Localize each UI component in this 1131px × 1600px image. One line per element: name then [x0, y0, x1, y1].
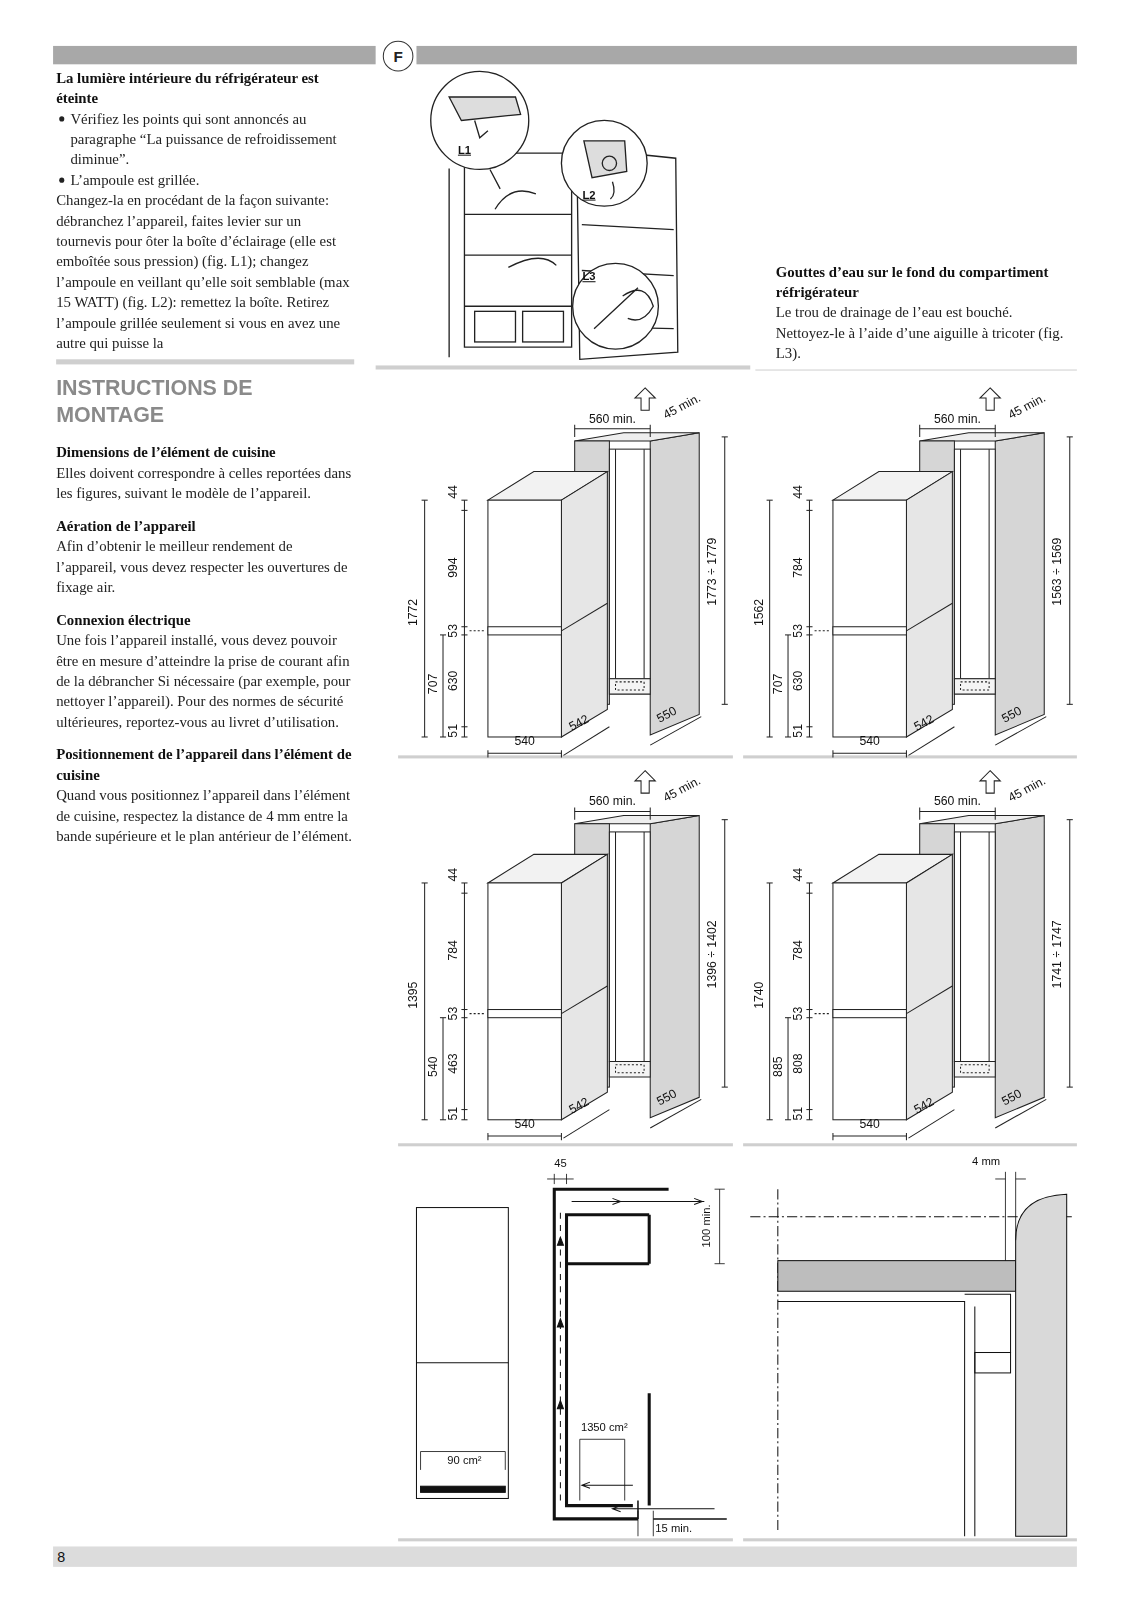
dimension-label: 1563 ÷ 1569	[1050, 538, 1062, 606]
dimension-label: 45 min.	[1006, 391, 1047, 421]
section-heading: La lumière intérieure du réfrigérateur e…	[56, 67, 354, 108]
cabinet-drawing	[422, 388, 728, 758]
dimension-label: 1395	[407, 982, 419, 1009]
dimension-label: 1562	[752, 599, 764, 626]
dimension-label: 53	[792, 624, 804, 638]
chapter-title: INSTRUCTIONS DE MONTAGE	[56, 375, 354, 428]
dimension-label: 560 min.	[934, 795, 981, 807]
clearance-drawing	[750, 1172, 1072, 1536]
dimension-label: 540	[859, 1118, 879, 1130]
figure-label: L2	[582, 189, 595, 200]
dimension-label: 44	[447, 868, 459, 882]
section-heading: Connexion électrique	[56, 609, 354, 629]
ventilation-drawing	[416, 1174, 726, 1536]
section-heading: Gouttes d’eau sur le fond du compartimen…	[776, 261, 1072, 302]
dimension-label: 540	[514, 735, 534, 747]
section-heading: Aération de l’appareil	[56, 515, 354, 535]
dimension-label: 885	[772, 1056, 784, 1076]
bullet-dot	[59, 178, 64, 183]
dimension-label: 630	[792, 671, 804, 691]
dimension-label: 540	[514, 1118, 534, 1130]
page-number: 8	[57, 1550, 65, 1564]
figure-label: L3	[582, 271, 595, 282]
dimension-label: 53	[792, 1007, 804, 1021]
bullet-item: L’ampoule est grillée.	[56, 169, 354, 189]
dimension-label: 51	[792, 724, 804, 738]
header-bars	[53, 46, 1077, 1567]
area-label: 1350 cm²	[581, 1421, 628, 1432]
spacer	[56, 738, 354, 744]
language-badge: F	[383, 41, 414, 72]
cabinet-drawing	[422, 771, 728, 1141]
dimension-label: 45 min.	[1006, 774, 1047, 804]
dimension-label: 1396 ÷ 1402	[705, 920, 717, 988]
dimension-label: 51	[447, 1107, 459, 1121]
section-rule	[56, 359, 354, 364]
cabinet-drawing	[767, 388, 1073, 758]
dimension-label: 784	[792, 557, 804, 577]
dimension-label: 44	[792, 485, 804, 499]
figure-label: L1	[458, 144, 471, 155]
body-text: Elles doivent correspondre à celles repo…	[56, 462, 354, 503]
spacer	[56, 603, 354, 609]
dimension-label: 45	[554, 1158, 567, 1169]
dimension-label: 1773 ÷ 1779	[705, 538, 717, 606]
bullet-text: L’ampoule est grillée.	[70, 171, 199, 187]
dimension-label: 1740	[752, 982, 764, 1009]
dimension-label: 707	[772, 674, 784, 694]
dimension-label: 100 min.	[701, 1204, 712, 1247]
dimension-label: 808	[792, 1053, 804, 1073]
bullet-item: Vérifiez les points qui sont annoncés au…	[56, 108, 354, 169]
body-text: Le trou de drainage de l’eau est bouché.…	[776, 302, 1072, 363]
dimension-label: 630	[447, 671, 459, 691]
dimension-label: 44	[792, 868, 804, 882]
dimension-label: 15 min.	[655, 1522, 692, 1533]
dimension-label: 994	[447, 557, 459, 577]
dimension-label: 44	[447, 485, 459, 499]
body-text: Afin d’obtenir le meilleur rendement de …	[56, 536, 354, 597]
spacer	[56, 509, 354, 515]
dimension-label: 51	[792, 1107, 804, 1121]
dimension-label: 53	[447, 1007, 459, 1021]
spacer	[56, 436, 354, 442]
dimension-label: 560 min.	[589, 412, 636, 424]
dimension-label: 560 min.	[934, 412, 981, 424]
body-text: Une fois l’appareil installé, vous devez…	[56, 630, 354, 732]
dimension-label: 540	[427, 1056, 439, 1076]
dimension-label: 707	[427, 674, 439, 694]
badge-letter: F	[393, 47, 402, 64]
cabinet-drawing	[767, 771, 1073, 1141]
dimension-label: 51	[447, 724, 459, 738]
section-heading: Positionnement de l’appareil dans l’élém…	[56, 744, 354, 785]
dimension-label: 784	[447, 940, 459, 960]
text-column: Gouttes d’eau sur le fond du compartimen…	[776, 261, 1072, 369]
dimension-label: 53	[447, 624, 459, 638]
dimension-label: 4 mm	[972, 1156, 1000, 1167]
bullet-text: Vérifiez les points qui sont annoncés au…	[70, 110, 336, 167]
bullet-dot	[59, 116, 64, 121]
dimension-label: 1741 ÷ 1747	[1050, 920, 1062, 988]
dimension-label: 540	[859, 735, 879, 747]
fridge-lamp-illustration	[431, 71, 678, 359]
text-column: La lumière intérieure du réfrigérateur e…	[56, 67, 354, 852]
area-label: 90 cm²	[447, 1455, 481, 1466]
dimension-label: 45 min.	[661, 774, 702, 804]
dimension-label: 1772	[407, 599, 419, 626]
dimension-label: 45 min.	[661, 391, 702, 421]
dimension-label: 560 min.	[589, 795, 636, 807]
dimension-label: 463	[447, 1053, 459, 1073]
section-heading: Dimensions de l’élément de cuisine	[56, 442, 354, 462]
body-text: Quand vous positionnez l’appareil dans l…	[56, 785, 354, 846]
dimension-label: 784	[792, 940, 804, 960]
body-text: Changez-la en procédant de la façon suiv…	[56, 190, 354, 353]
